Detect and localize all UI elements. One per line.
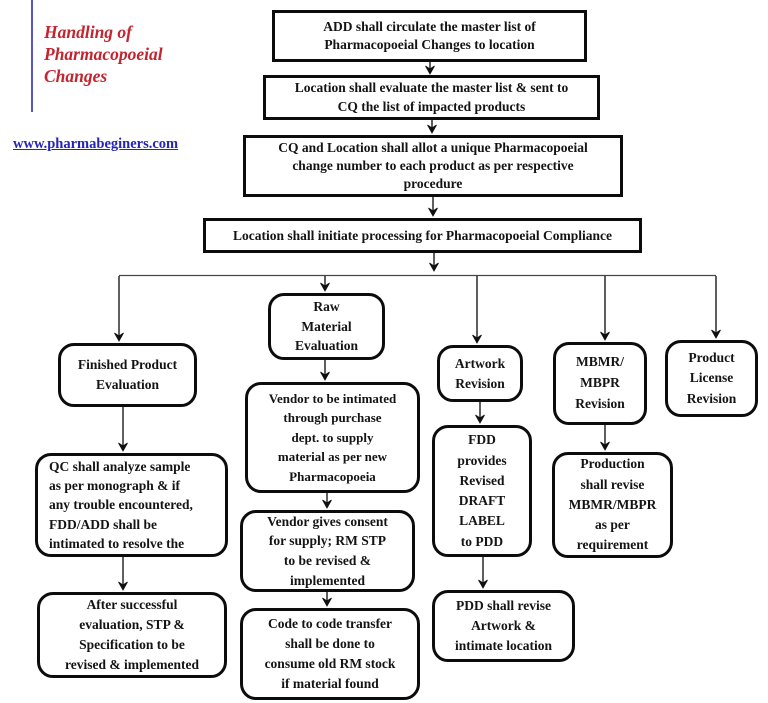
page-title: Handling of Pharmacopoeial Changes [44, 22, 163, 86]
node-after-successful-evaluation: After successful evaluation, STP & Speci… [37, 592, 227, 678]
node-production-revise-mbmr: Production shall revise MBMR/MBPR as per… [552, 452, 673, 558]
connector-arrowhead [600, 441, 610, 451]
connector-arrowhead [429, 262, 439, 272]
connector-arrowhead [425, 65, 435, 75]
connector-arrowhead [320, 371, 330, 381]
connector-arrowhead [118, 581, 128, 591]
node-vendor-gives-consent: Vendor gives consent for supply; RM STP … [240, 510, 415, 592]
website-link[interactable]: www.pharmabeginers.com [13, 136, 179, 152]
connector-arrowhead [711, 329, 721, 339]
node-cq-allot-change-number: CQ and Location shall allot a unique Pha… [243, 135, 623, 197]
node-location-evaluate-master-list: Location shall evaluate the master list … [263, 75, 600, 120]
node-pdd-revise-artwork: PDD shall revise Artwork & intimate loca… [432, 590, 575, 662]
page-edge-line [31, 0, 33, 112]
node-fdd-provides-draft-label: FDD provides Revised DRAFT LABEL to PDD [432, 425, 532, 557]
node-vendor-intimated-purchase: Vendor to be intimated through purchase … [245, 382, 420, 493]
connector-arrowhead [322, 499, 332, 509]
connector-arrowhead [322, 597, 332, 607]
node-product-license-revision: Product License Revision [665, 340, 758, 417]
node-code-to-code-transfer: Code to code transfer shall be done to c… [240, 608, 420, 700]
connector-arrowhead [114, 332, 124, 342]
node-finished-product-evaluation: Finished Product Evaluation [58, 343, 197, 407]
node-raw-material-evaluation: Raw Material Evaluation [268, 293, 385, 360]
connector-arrowhead [478, 579, 488, 589]
connector-arrowhead [600, 331, 610, 341]
connector-arrowhead [427, 124, 437, 134]
connector-arrowhead [472, 334, 482, 344]
node-mbmr-mbpr-revision: MBMR/ MBPR Revision [553, 342, 647, 425]
connector-arrowhead [475, 414, 485, 424]
connector-arrowhead [118, 442, 128, 452]
node-artwork-revision: Artwork Revision [437, 345, 523, 402]
node-qc-analyze-sample: QC shall analyze sample as per monograph… [35, 453, 228, 557]
connector-arrowhead [320, 282, 330, 292]
connector-arrowhead [428, 207, 438, 217]
node-add-circulate-master-list: ADD shall circulate the master list of P… [272, 10, 587, 62]
node-location-initiate-processing: Location shall initiate processing for P… [203, 218, 642, 253]
